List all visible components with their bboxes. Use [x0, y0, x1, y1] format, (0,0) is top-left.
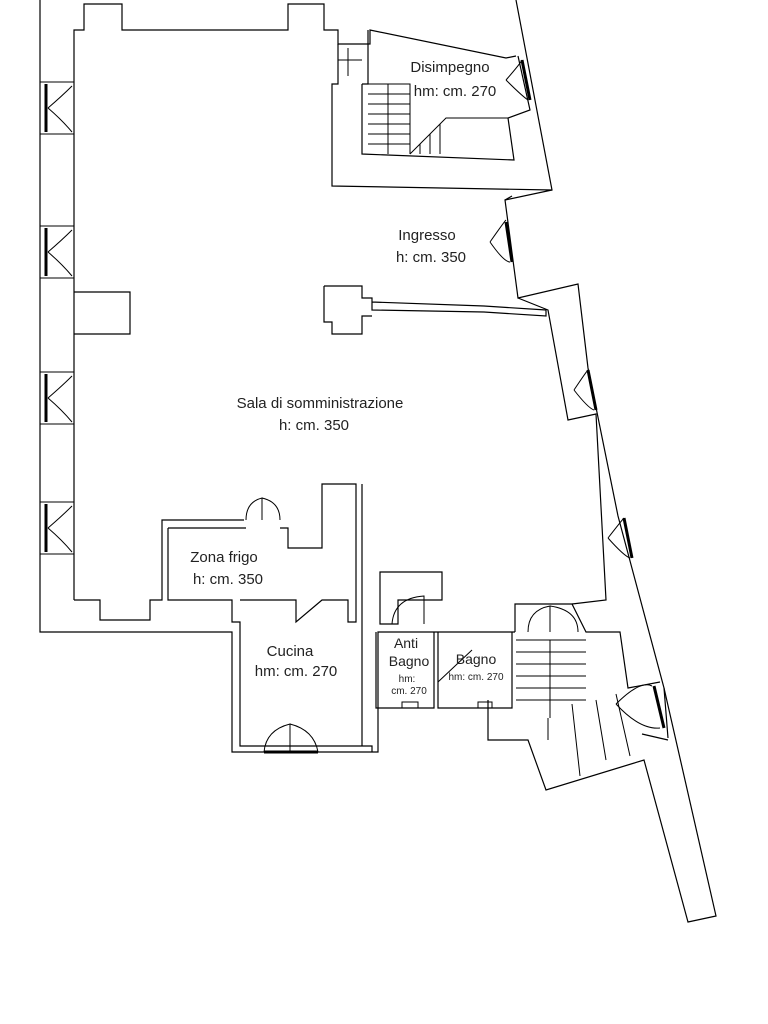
- service-walls: [167, 483, 631, 777]
- room-height-anti-bagno-line1: hm:: [399, 674, 416, 685]
- room-height-anti-bagno-line2: cm. 270: [391, 686, 427, 697]
- doors-interior: [245, 497, 579, 754]
- room-height-disimpegno: hm: cm. 270: [414, 83, 497, 100]
- room-name-bagno: Bagno: [456, 651, 497, 667]
- room-name-anti-bagno-line1: Anti: [394, 635, 418, 651]
- room-name-anti-bagno-line2: Bagno: [389, 653, 430, 669]
- doors-right: [489, 59, 666, 729]
- outer-walls: [39, 0, 717, 923]
- room-height-bagno: hm: cm. 270: [448, 672, 503, 683]
- room-height-sala: h: cm. 350: [279, 417, 349, 434]
- disimpegno-walls: [331, 30, 553, 191]
- ingresso-walls: [323, 285, 547, 335]
- room-height-cucina: hm: cm. 270: [255, 663, 338, 680]
- room-height-ingresso: h: cm. 350: [396, 249, 466, 266]
- room-name-sala: Sala di somministrazione: [237, 395, 404, 412]
- room-name-ingresso: Ingresso: [398, 227, 456, 244]
- room-name-cucina: Cucina: [267, 643, 314, 660]
- room-name-disimpegno: Disimpegno: [410, 59, 489, 76]
- windows-left: [39, 81, 75, 555]
- room-height-zona-frigo: h: cm. 350: [193, 571, 263, 588]
- room-name-zona-frigo: Zona frigo: [190, 549, 258, 566]
